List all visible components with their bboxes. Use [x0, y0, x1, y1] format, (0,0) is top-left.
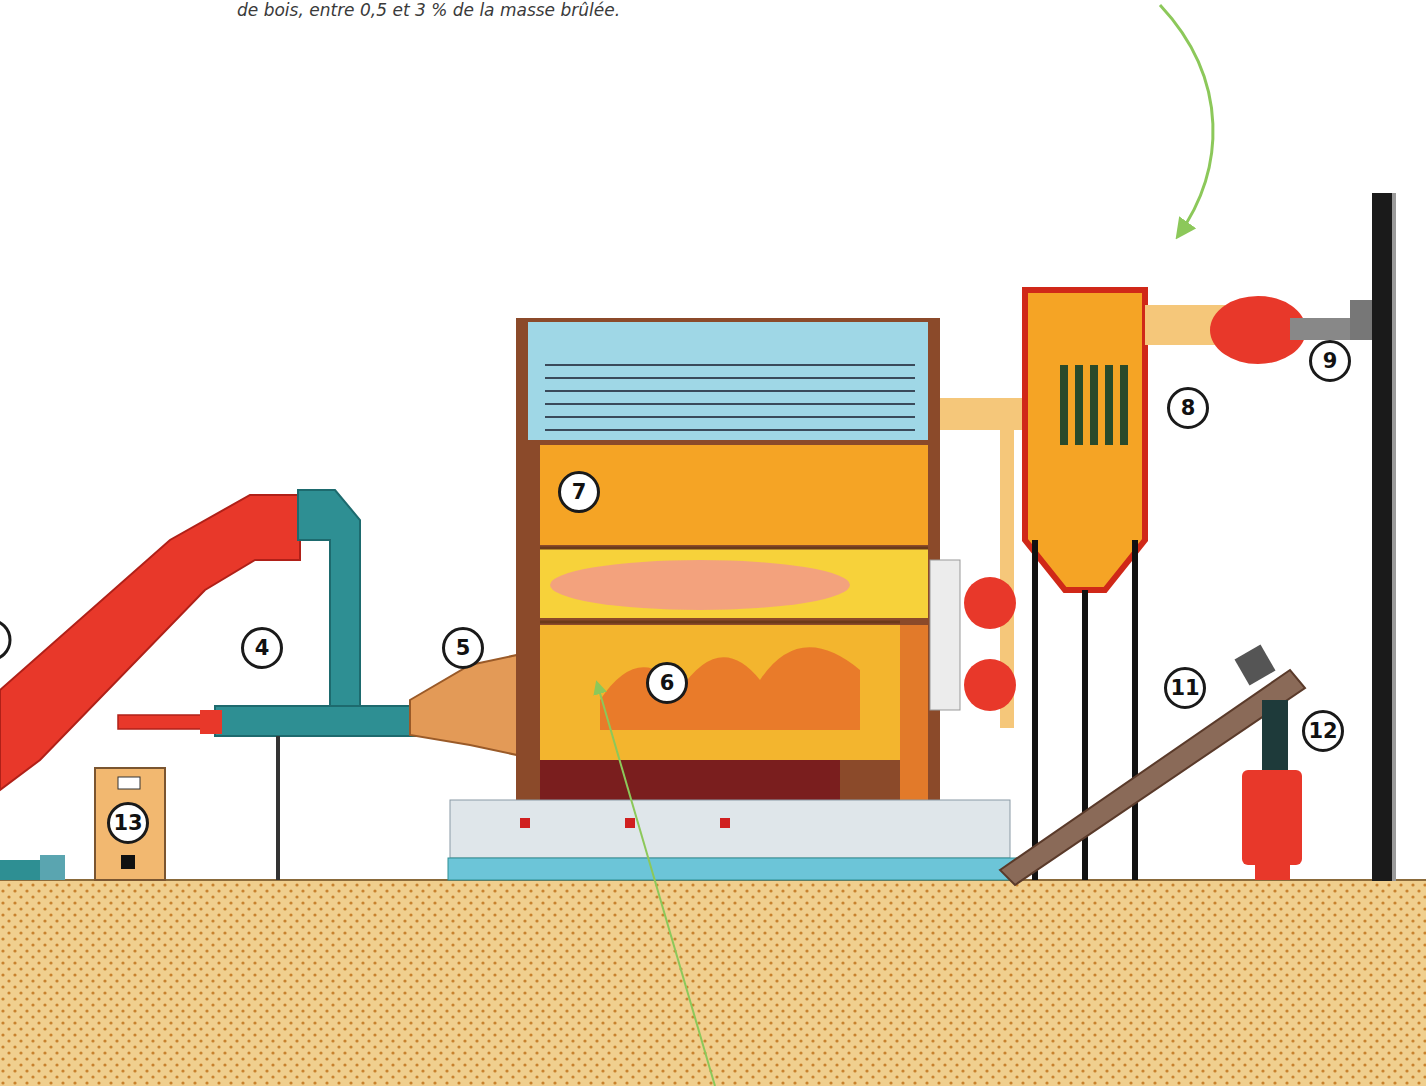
feed-screw: [215, 706, 415, 736]
callout-label: 13: [113, 813, 142, 834]
callout-number: 5: [442, 627, 484, 669]
callout-number: 6: [646, 662, 688, 704]
ash-boxes: [450, 800, 1010, 858]
grate: [540, 760, 840, 800]
pointer-arrow: [597, 683, 715, 1086]
callout-number: 7: [558, 471, 600, 513]
ash-container: [1242, 770, 1302, 865]
callout-label: 5: [456, 638, 471, 659]
cyclone-filter: [1025, 290, 1145, 590]
ash-conveyor: [1000, 670, 1305, 885]
note-text: de bois, entre 0,5 et 3 % de la masse br…: [237, 0, 620, 20]
callout-label: 6: [660, 673, 675, 694]
combustion-chamber: [540, 625, 900, 760]
callout-label: 11: [1170, 678, 1199, 699]
callout-number: 9: [1309, 340, 1351, 382]
callout-label: 9: [1323, 351, 1338, 372]
callout-label: 8: [1181, 398, 1196, 419]
hopper: [298, 490, 360, 708]
feed-duct: [0, 495, 300, 790]
exchanger-chamber: [540, 445, 928, 545]
water-jacket: [528, 322, 928, 440]
callout-number: 8: [1167, 387, 1209, 429]
boiler-casing: [516, 318, 940, 880]
control-cabinet: [95, 768, 165, 880]
callout-label: 4: [255, 638, 270, 659]
chimney: [1372, 193, 1392, 881]
flue-pipe: [940, 398, 1030, 430]
callout-number: 13: [107, 802, 149, 844]
callout-number: 12: [1302, 710, 1344, 752]
callout-label: 7: [572, 482, 587, 503]
ground: [0, 880, 1426, 1086]
pointer-arrow: [1160, 5, 1213, 236]
callout-number: 11: [1164, 667, 1206, 709]
callout-number: 4: [241, 627, 283, 669]
callout-label: 12: [1308, 721, 1337, 742]
